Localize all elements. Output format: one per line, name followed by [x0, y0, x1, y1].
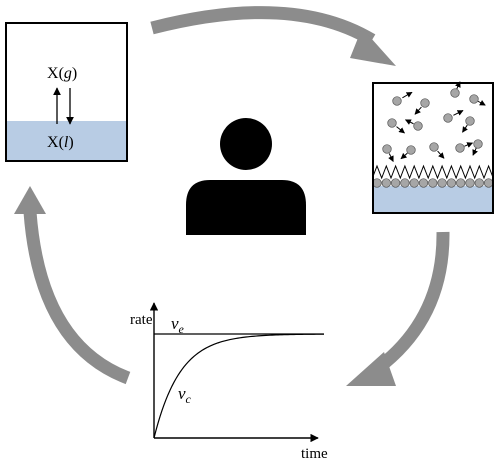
surface-chains — [371, 164, 494, 180]
surface-molecule — [465, 178, 475, 188]
motion-arrow — [404, 119, 414, 125]
surface-molecule — [474, 178, 484, 188]
gas-particle — [450, 88, 460, 98]
motion-arrow — [477, 100, 486, 106]
motion-arrow — [453, 110, 464, 116]
gas-particle — [469, 94, 479, 104]
gas-particle — [392, 96, 402, 106]
gas-particle — [443, 113, 453, 123]
surface-molecule — [390, 178, 401, 188]
surface-box — [371, 81, 494, 214]
person-icon — [186, 118, 306, 235]
gas-particle — [406, 145, 416, 155]
series-label-v-e: ve — [171, 314, 185, 336]
motion-arrow — [462, 124, 468, 133]
surface-molecule — [437, 178, 447, 188]
surface-molecule — [456, 178, 466, 188]
cycle-arrow-right-head — [346, 352, 396, 386]
gas-particle — [420, 98, 430, 108]
cycle-arrow-left-head — [14, 186, 46, 214]
liquid-label: X(l) — [47, 134, 74, 151]
gas-particles — [382, 81, 486, 163]
cycle-arrows — [14, 6, 450, 386]
surface-molecule — [409, 178, 419, 188]
cycle-arrow-left — [23, 211, 131, 385]
motion-arrow — [472, 147, 478, 156]
surface-molecule — [483, 178, 494, 188]
motion-arrow — [388, 153, 394, 163]
surface-molecule-layer — [371, 164, 494, 188]
gas-particle — [473, 139, 483, 149]
gas-particle — [413, 121, 423, 131]
motion-arrow — [400, 152, 408, 160]
motion-arrow — [402, 91, 413, 99]
liquid-fill — [6, 121, 127, 161]
gas-particle — [382, 144, 392, 154]
x-axis-label: time — [301, 446, 328, 462]
motion-arrow — [437, 150, 445, 159]
surface-liquid-fill — [373, 186, 493, 213]
gas-label: X(g) — [47, 65, 77, 82]
gas-particle — [455, 143, 465, 153]
cycle-arrow-top — [150, 6, 376, 46]
rate-time-chart: rate time ve vc — [130, 302, 328, 462]
y-axis-label: rate — [130, 312, 153, 328]
surface-box-frame — [372, 82, 494, 214]
surface-molecule — [446, 178, 457, 188]
motion-arrow — [396, 126, 405, 134]
box-frame — [5, 22, 128, 162]
equilibrium-box: X(g) X(l) — [5, 22, 128, 162]
motion-arrow — [464, 142, 474, 148]
series-line-v-c — [153, 333, 325, 439]
surface-molecule — [418, 178, 429, 188]
cycle-arrow-top-head — [350, 28, 396, 66]
surface-molecule — [381, 178, 391, 188]
cycle-arrow-right — [374, 231, 450, 374]
surface-molecule — [428, 178, 438, 188]
motion-arrow — [414, 106, 422, 115]
series-label-v-c: vc — [178, 384, 192, 406]
gas-particle — [465, 116, 475, 126]
gas-particle — [429, 142, 439, 152]
gas-particle — [387, 118, 397, 128]
surface-molecule — [400, 178, 410, 188]
